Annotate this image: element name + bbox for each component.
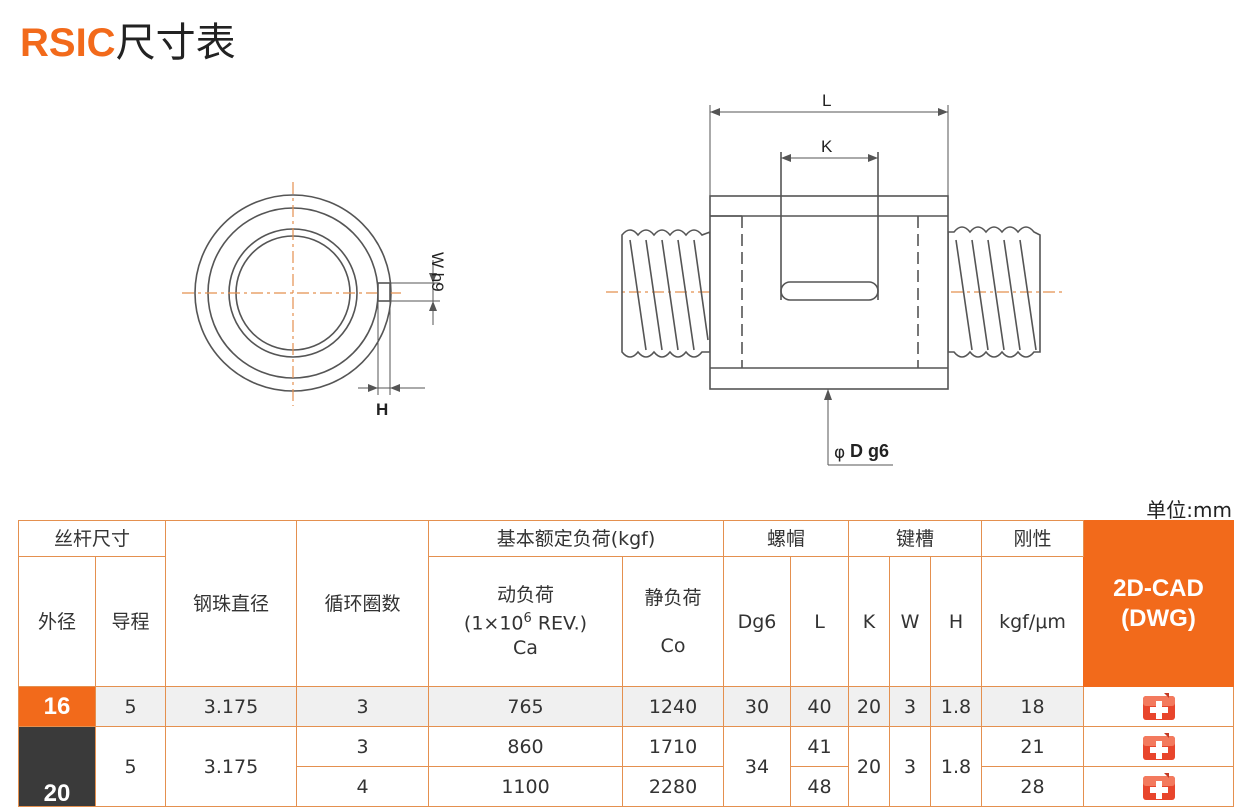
header-circuits: 循环圈数 <box>296 520 429 687</box>
stat-load-line1: 静负荷 <box>644 586 702 609</box>
cell-turns: 3 <box>296 726 429 767</box>
cell-w: 3 <box>889 726 931 807</box>
header-dg6: Dg6 <box>723 556 791 687</box>
cell-ca: 765 <box>428 686 623 727</box>
header-w: W <box>889 556 931 687</box>
cell-cad <box>1083 726 1234 767</box>
dyn-load-line2b: REV.) <box>531 612 588 635</box>
header-2d-cad: 2D-CAD(DWG) <box>1083 520 1234 687</box>
k-dimension-label: K <box>821 137 833 156</box>
l-dimension-label: L <box>822 91 831 110</box>
cell-h: 1.8 <box>930 686 982 727</box>
cad-download-icon[interactable] <box>1142 732 1176 761</box>
h-dimension-label: H <box>376 400 388 419</box>
nut-end-view <box>182 182 440 406</box>
header-l: L <box>790 556 849 687</box>
cell-ca: 860 <box>428 726 623 767</box>
header-load-rating: 基本额定负荷(kgf) <box>428 520 724 557</box>
table-row: 20 5 3.175 3 860 1710 34 41 20 3 1.8 21 <box>18 726 1234 807</box>
cell-l: 41 <box>790 726 849 767</box>
w-dimension-label: W h9 <box>428 252 447 292</box>
header-keyway: 键槽 <box>848 520 982 557</box>
cell-od: 16 <box>18 686 96 727</box>
header-k: K <box>848 556 890 687</box>
cad-download-icon[interactable] <box>1142 692 1176 721</box>
nut-side-view <box>606 105 1062 466</box>
cell-lead: 5 <box>95 726 166 807</box>
header-nut: 螺帽 <box>723 520 849 557</box>
header-static-load: 静负荷 Co <box>622 556 724 687</box>
cell-dg6: 30 <box>723 686 791 727</box>
header-lead: 导程 <box>95 556 166 687</box>
cell-dg6: 34 <box>723 726 791 807</box>
d-dimension-label: D g6 <box>850 441 889 461</box>
cell-rigidity: 28 <box>981 766 1084 807</box>
header-dynamic-load: 动负荷 (1×106 REV.) Ca <box>428 556 623 687</box>
phi-symbol: φ <box>834 443 845 463</box>
cell-co: 1710 <box>622 726 724 767</box>
spec-table: 丝杆尺寸 钢珠直径 循环圈数 基本额定负荷(kgf) 螺帽 键槽 刚性 2D-C… <box>18 520 1234 807</box>
cell-ball: 3.175 <box>165 726 297 807</box>
cell-cad <box>1083 766 1234 807</box>
cell-lead: 5 <box>95 686 166 727</box>
dimension-drawing: W h9 H L K φ D g6 <box>182 91 1062 466</box>
cad-download-icon[interactable] <box>1142 772 1176 801</box>
cell-rigidity: 21 <box>981 726 1084 767</box>
cell-ball: 3.175 <box>165 686 297 727</box>
page-title: RSIC尺寸表 <box>20 18 236 68</box>
cell-co: 2280 <box>622 766 724 807</box>
cell-rigidity: 18 <box>981 686 1084 727</box>
dyn-load-line3: Ca <box>513 636 538 659</box>
cell-ca: 1100 <box>428 766 623 807</box>
unit-label: 单位:mm <box>1146 498 1232 522</box>
header-h: H <box>930 556 982 687</box>
title-brand: RSIC <box>20 21 116 65</box>
cell-l: 48 <box>790 766 849 807</box>
table-row: 16 5 3.175 3 765 1240 30 40 20 3 1.8 18 <box>18 686 1234 727</box>
dyn-load-line1: 动负荷 <box>496 584 554 607</box>
cell-turns: 4 <box>296 766 429 807</box>
header-ball-diameter: 钢珠直径 <box>165 520 297 687</box>
cell-turns: 3 <box>296 686 429 727</box>
cell-k: 20 <box>848 686 890 727</box>
header-rigidity: 刚性 <box>981 520 1084 557</box>
header-screw-size: 丝杆尺寸 <box>18 520 166 557</box>
cell-l: 40 <box>790 686 849 727</box>
header-rigidity-unit: kgf/μm <box>981 556 1084 687</box>
dyn-load-exp: 6 <box>523 611 532 627</box>
cell-w: 3 <box>889 686 931 727</box>
title-text: 尺寸表 <box>115 20 236 66</box>
cell-od: 20 <box>18 726 96 807</box>
stat-load-line2: Co <box>660 634 686 657</box>
dyn-load-line2a: (1×10 <box>463 612 524 635</box>
cell-co: 1240 <box>622 686 724 727</box>
header-outer-diameter: 外径 <box>18 556 96 687</box>
cell-cad <box>1083 686 1234 727</box>
cad-header-line2: (DWG) <box>1121 604 1196 632</box>
cad-header-line1: 2D-CAD <box>1113 574 1204 602</box>
